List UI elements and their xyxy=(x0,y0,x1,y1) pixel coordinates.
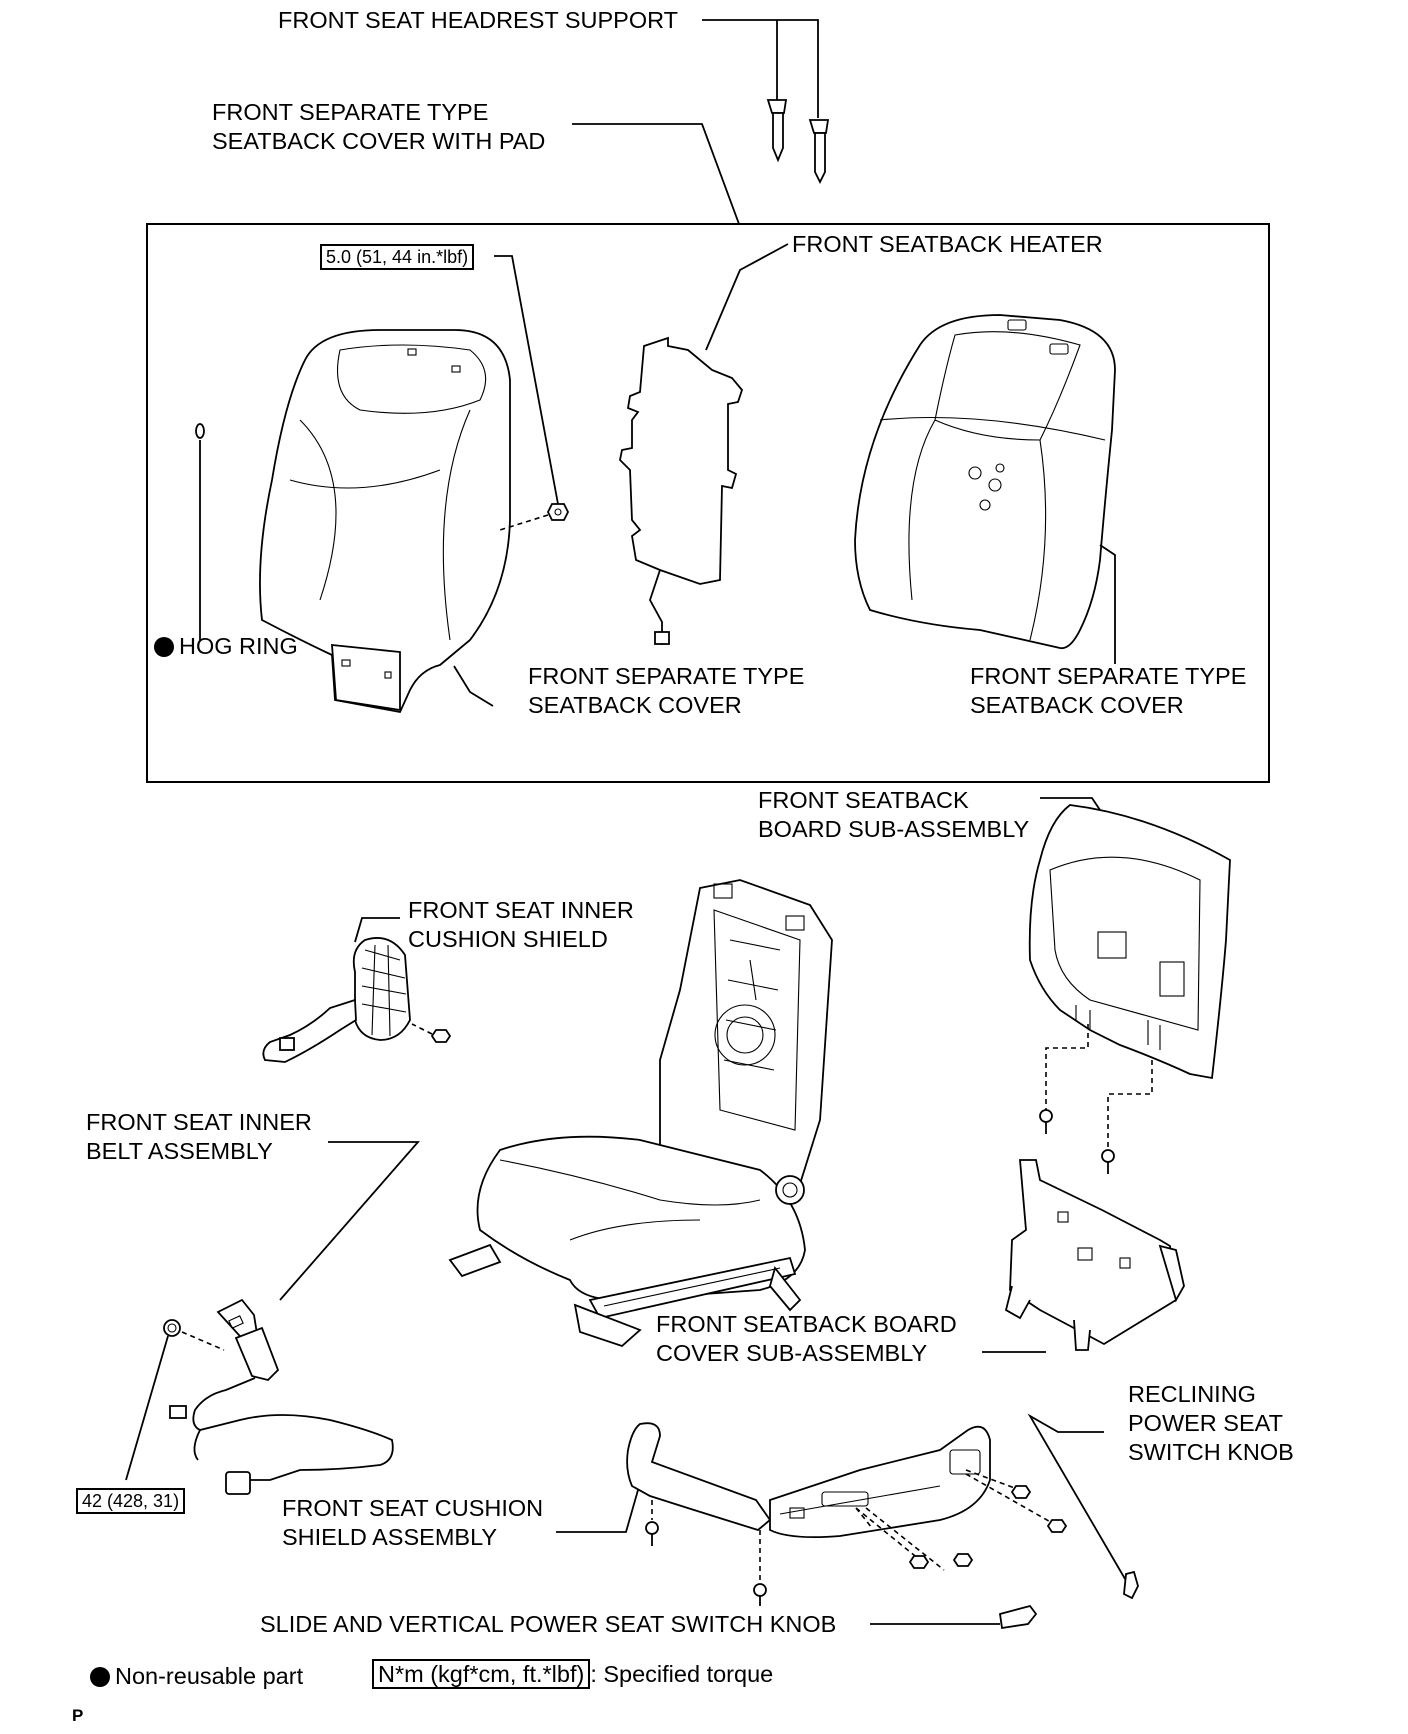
legend-non-reusable: Non-reusable part xyxy=(90,1662,303,1691)
seatback-cover-left-label-line2: SEATBACK COVER xyxy=(528,692,742,718)
seatback-assembly-frame xyxy=(146,223,1270,783)
hog-ring-drawing xyxy=(195,423,205,640)
reclining-knob-label-line3: SWITCH KNOB xyxy=(1128,1439,1294,1465)
legend-torque-box: N*m (kgf*cm, ft.*lbf) xyxy=(372,1659,591,1689)
page-mark: P xyxy=(72,1706,84,1725)
headrest-support-drawing xyxy=(702,19,830,185)
legend-torque: N*m (kgf*cm, ft.*lbf): Specified torque xyxy=(372,1659,774,1689)
cushion-shield-label-line2: SHIELD ASSEMBLY xyxy=(282,1524,498,1550)
inner-cushion-shield-label-line1: FRONT SEAT INNER xyxy=(408,897,634,923)
non-reusable-dot-icon xyxy=(154,637,174,657)
seatback-board-cover-drawing xyxy=(982,1159,1185,1353)
seatback-board-label-line1: FRONT SEATBACK xyxy=(758,787,969,813)
seatback-board-cover-label-line1: FRONT SEATBACK BOARD xyxy=(656,1311,957,1337)
cushion-shield-drawing xyxy=(556,1422,1068,1606)
inner-cushion-shield-drawing xyxy=(262,917,452,1063)
seatback-board-cover-label-line2: COVER SUB-ASSEMBLY xyxy=(656,1340,928,1366)
seatback-board-drawing xyxy=(1028,797,1231,1174)
seatback-nut-drawing xyxy=(494,255,570,531)
reclining-knob-label-line2: POWER SEAT xyxy=(1128,1410,1283,1436)
hog-ring-text: HOG RING xyxy=(179,633,298,659)
inner-cushion-shield-label-line2: CUSHION SHIELD xyxy=(408,926,608,952)
reclining-knob-drawing xyxy=(1027,1413,1139,1600)
reclining-knob-label-line1: RECLINING xyxy=(1128,1381,1256,1407)
inner-belt-label-line1: FRONT SEAT INNER xyxy=(86,1109,312,1135)
belt-nut-torque-box: 42 (428, 31) xyxy=(76,1488,186,1514)
seatback-cover-right-label-line2: SEATBACK COVER xyxy=(970,692,1184,718)
seatback-cover-with-pad-label-line1: FRONT SEPARATE TYPE xyxy=(212,99,489,125)
slide-vertical-knob-drawing xyxy=(870,1604,1038,1630)
seatback-heater-label: FRONT SEATBACK HEATER xyxy=(792,231,1103,257)
cushion-shield-label-line1: FRONT SEAT CUSHION xyxy=(282,1495,544,1521)
inner-belt-label-line2: BELT ASSEMBLY xyxy=(86,1138,273,1164)
seatback-cover-right-label-line1: FRONT SEPARATE TYPE xyxy=(970,663,1247,689)
legend-torque-text: : Specified torque xyxy=(590,1661,774,1687)
seatback-heater-drawing xyxy=(619,243,789,645)
seatback-cover-left-drawing xyxy=(259,329,511,714)
seatback-cover-left-label-line1: FRONT SEPARATE TYPE xyxy=(528,663,805,689)
hog-ring-label: HOG RING xyxy=(154,632,298,661)
seatback-cover-with-pad-label-line2: SEATBACK COVER WITH PAD xyxy=(212,128,546,154)
legend-non-reusable-text: Non-reusable part xyxy=(115,1663,304,1689)
non-reusable-dot-icon xyxy=(90,1667,110,1687)
seatback-cover-right-drawing xyxy=(854,314,1116,664)
seatback-nut-torque-box: 5.0 (51, 44 in.*lbf) xyxy=(320,244,475,270)
inner-belt-drawing xyxy=(125,1141,420,1495)
headrest-support-label: FRONT SEAT HEADREST SUPPORT xyxy=(278,7,679,33)
seatback-board-label-line2: BOARD SUB-ASSEMBLY xyxy=(758,816,1030,842)
slide-vertical-knob-label: SLIDE AND VERTICAL POWER SEAT SWITCH KNO… xyxy=(260,1611,837,1637)
seat-frame-drawing xyxy=(448,879,833,1348)
